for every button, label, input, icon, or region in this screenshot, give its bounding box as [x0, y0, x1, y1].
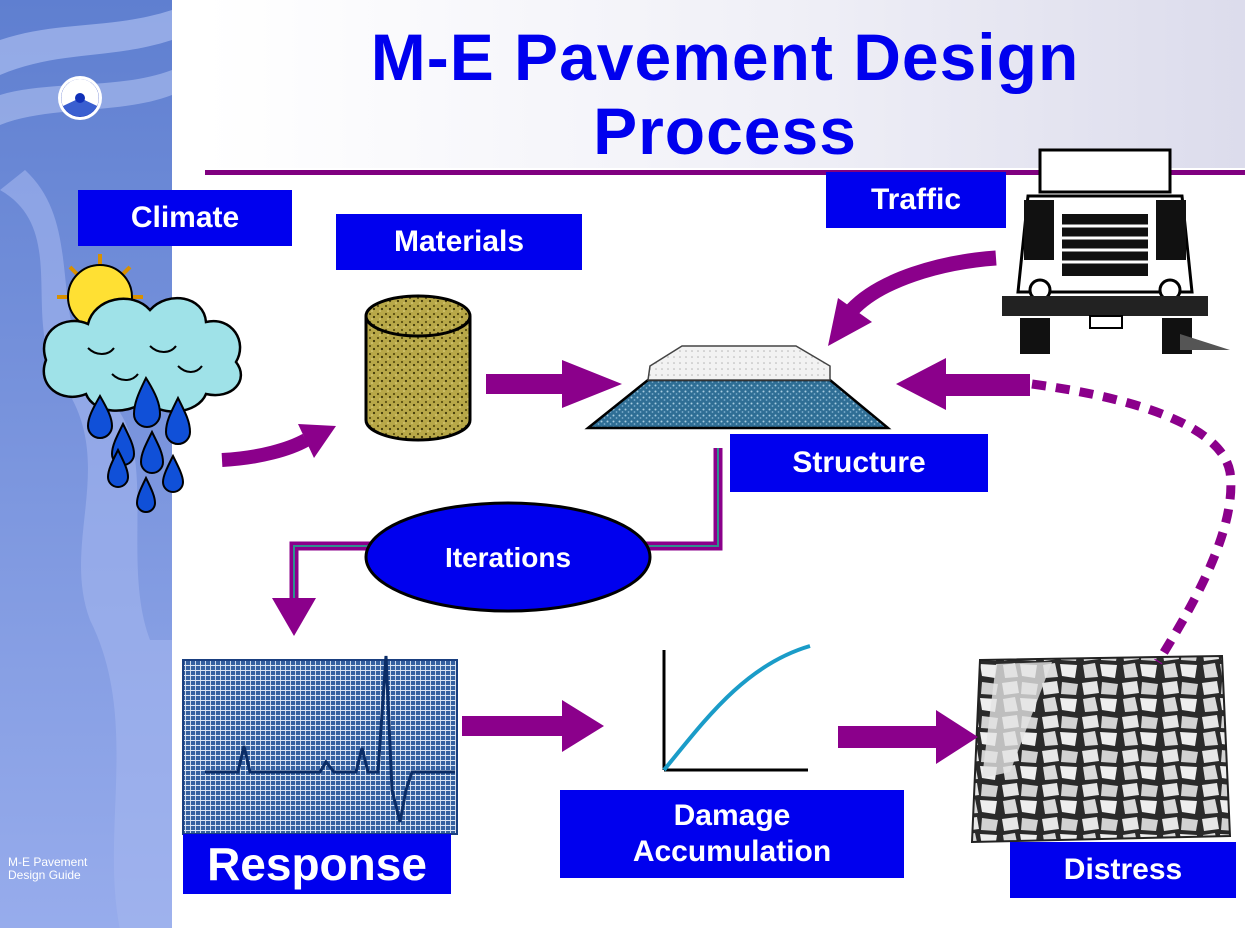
damage-label-line1: Damage — [673, 799, 791, 832]
arrow-response-to-damage — [462, 700, 604, 752]
sidebar-caption-line1: M-E Pavement — [8, 855, 88, 869]
response-waveform-icon — [182, 655, 458, 835]
iterations-ellipse — [364, 501, 652, 613]
dot-logo-icon — [58, 76, 102, 120]
pavement-section-icon — [584, 345, 892, 430]
damage-accumulation-label: Damage Accumulation — [560, 790, 904, 878]
title-banner — [205, 0, 1245, 168]
page-title: M-E Pavement Design Process — [205, 20, 1245, 168]
arrow-damage-to-distress — [838, 710, 978, 764]
response-label: Response — [183, 834, 451, 894]
sidebar-caption-line2: Design Guide — [8, 868, 81, 882]
arrow-distress-to-structure — [896, 358, 1030, 410]
climate-label: Climate — [78, 190, 292, 246]
iteration-loop-line — [272, 448, 723, 636]
distress-label: Distress — [1010, 842, 1236, 898]
traffic-label: Traffic — [826, 172, 1006, 228]
iterations-label: Iterations — [444, 542, 572, 573]
damage-label-line2: Accumulation — [632, 835, 832, 868]
arrow-climate-to-materials — [221, 424, 336, 467]
material-cylinder-icon — [364, 294, 472, 442]
sidebar-caption: M-E Pavement Design Guide — [8, 856, 168, 882]
title-divider — [205, 170, 1245, 175]
arrow-materials-to-structure — [486, 360, 622, 408]
page-title-line2: Process — [593, 94, 857, 168]
structure-label: Structure — [730, 434, 988, 492]
page-title-line1: M-E Pavement Design — [370, 20, 1080, 94]
damage-curve-icon — [662, 644, 811, 772]
materials-label: Materials — [336, 214, 582, 270]
truck-icon — [1002, 148, 1230, 354]
arrow-traffic-to-structure — [828, 250, 997, 346]
dotted-feedback-line — [1031, 379, 1236, 665]
weather-cloud-rain-icon — [42, 254, 243, 513]
cracked-pavement-icon — [970, 654, 1232, 844]
